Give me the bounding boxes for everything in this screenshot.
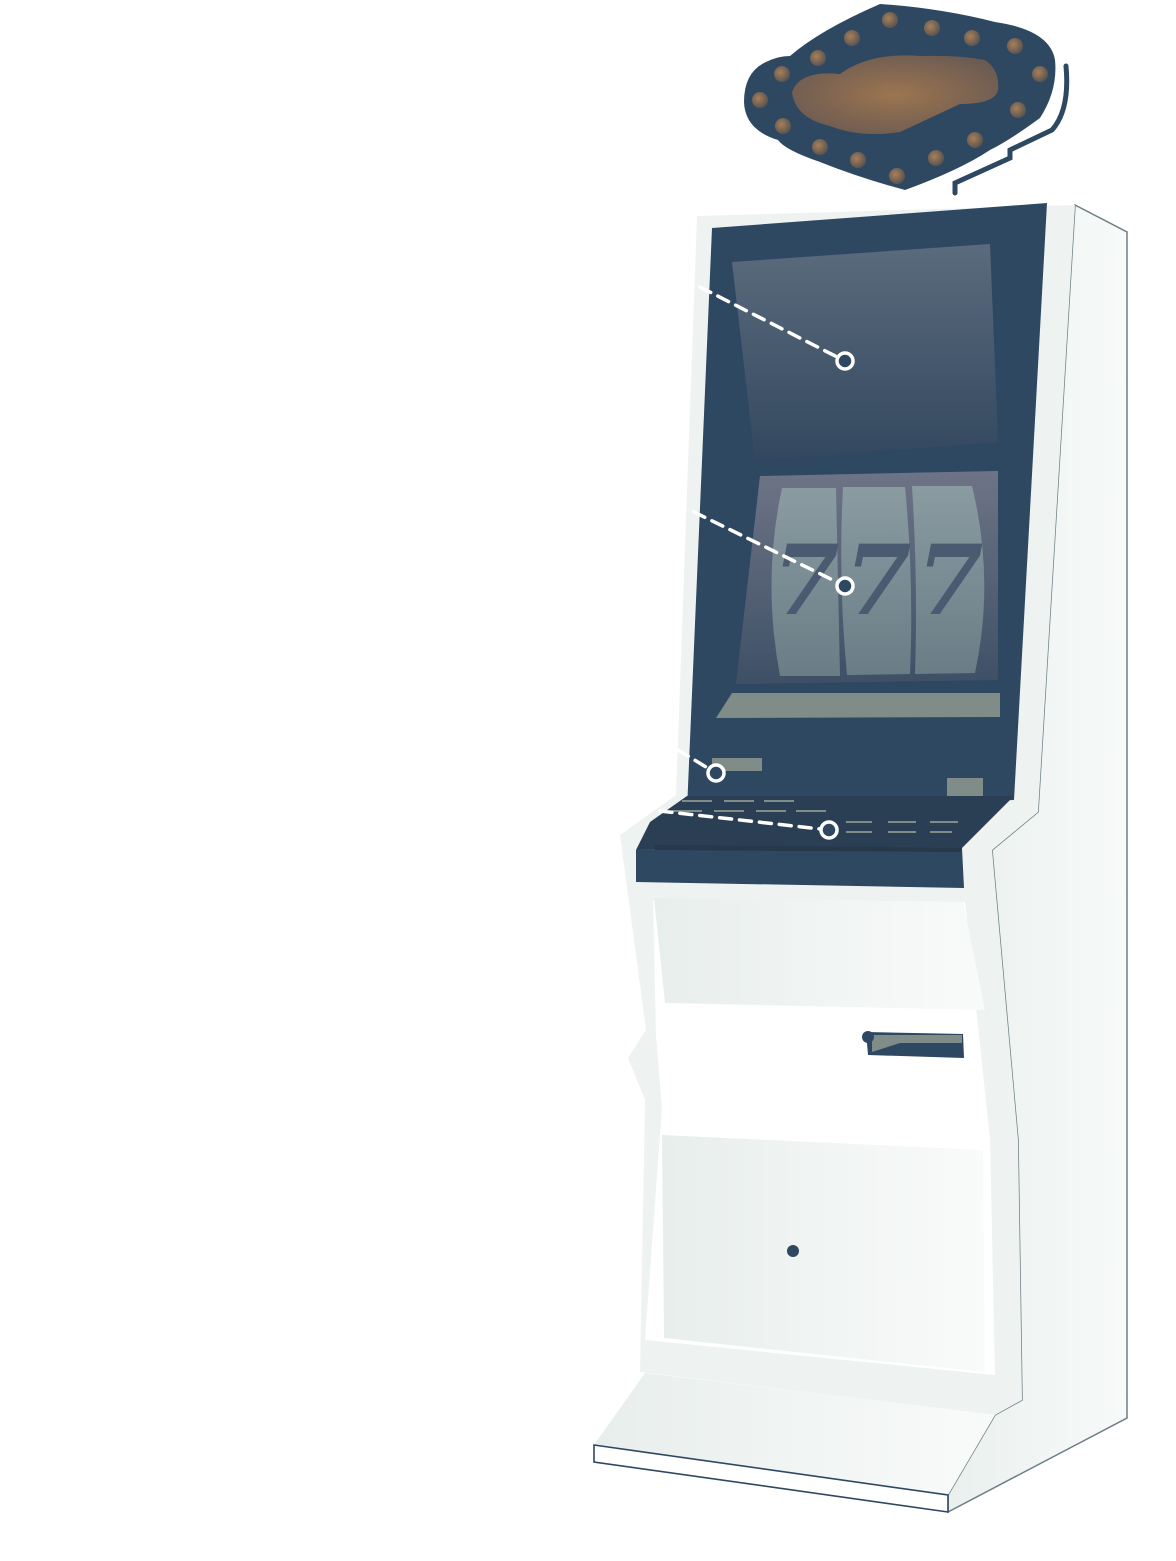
marquee-topper xyxy=(744,4,1070,196)
callout-line-card-reader xyxy=(676,748,718,775)
callout-line-buttons xyxy=(658,809,831,832)
hotspot-ring-icon[interactable] xyxy=(835,351,855,371)
cabinet-base-top xyxy=(594,1373,995,1495)
deck-buttons[interactable] xyxy=(672,800,958,833)
button-deck xyxy=(636,796,1014,888)
callout-line-screen xyxy=(698,285,847,363)
reel-ledge xyxy=(716,693,1000,718)
hotspot-ring-icon[interactable] xyxy=(835,576,855,596)
callout-line-reels xyxy=(692,510,847,588)
button-deck-lip xyxy=(655,845,962,852)
reel-1 xyxy=(771,488,840,676)
reel-symbol-2: 7 xyxy=(845,524,912,637)
reel-symbol-3: 7 xyxy=(917,524,984,637)
cabinet-base-front xyxy=(593,1444,949,1513)
topper-glow xyxy=(792,55,999,134)
hotspots xyxy=(706,351,855,840)
reel-symbol-1: 7 xyxy=(773,524,840,637)
button-deck-front xyxy=(636,848,964,888)
ticket-printer-slot[interactable] xyxy=(947,778,983,797)
player-card-reader[interactable] xyxy=(712,758,762,771)
topper-bulbs xyxy=(752,12,1048,184)
reel-3 xyxy=(912,486,985,674)
lower-door-panel xyxy=(662,1135,985,1372)
hotspot-ring-icon[interactable] xyxy=(706,763,726,783)
upper-door-panel xyxy=(654,898,985,1010)
bill-acceptor-dot xyxy=(862,1031,874,1043)
hotspot-ring-icon[interactable] xyxy=(819,820,839,840)
reel-2 xyxy=(841,487,912,675)
upper-screen xyxy=(732,244,998,460)
callout-lines xyxy=(658,285,847,832)
door-lock-dot xyxy=(787,1245,799,1257)
bill-acceptor-slot[interactable] xyxy=(866,1032,964,1058)
slot-reels: 7 7 7 xyxy=(771,486,985,676)
topper-arm xyxy=(952,63,1070,196)
